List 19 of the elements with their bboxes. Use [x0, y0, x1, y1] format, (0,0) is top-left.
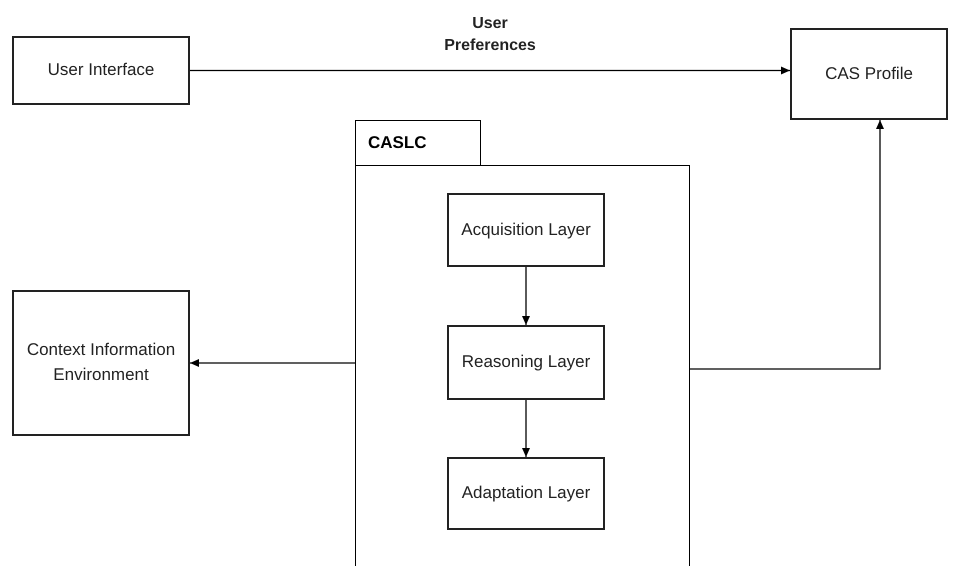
process-box	[447, 193, 605, 267]
box-label: Acquisition Layer	[461, 218, 591, 241]
process-box	[12, 290, 190, 436]
box-label: Reasoning Layer	[462, 351, 590, 374]
process-box	[447, 325, 605, 400]
edge-label: User Preferences	[443, 14, 537, 56]
container-tab: CASLC	[355, 120, 481, 166]
arrow	[190, 66, 790, 74]
arrow	[522, 267, 530, 325]
arrow	[522, 400, 530, 457]
box-label: Context Information Environment	[26, 339, 176, 386]
arrow	[190, 359, 355, 367]
process-box	[12, 36, 190, 105]
arrow	[690, 120, 884, 370]
process-box	[447, 457, 605, 530]
process-box	[790, 28, 948, 120]
box-label: Adaptation Layer	[462, 482, 590, 504]
box-label: CAS Profile	[825, 62, 913, 85]
box-label: User Interface	[48, 59, 154, 82]
